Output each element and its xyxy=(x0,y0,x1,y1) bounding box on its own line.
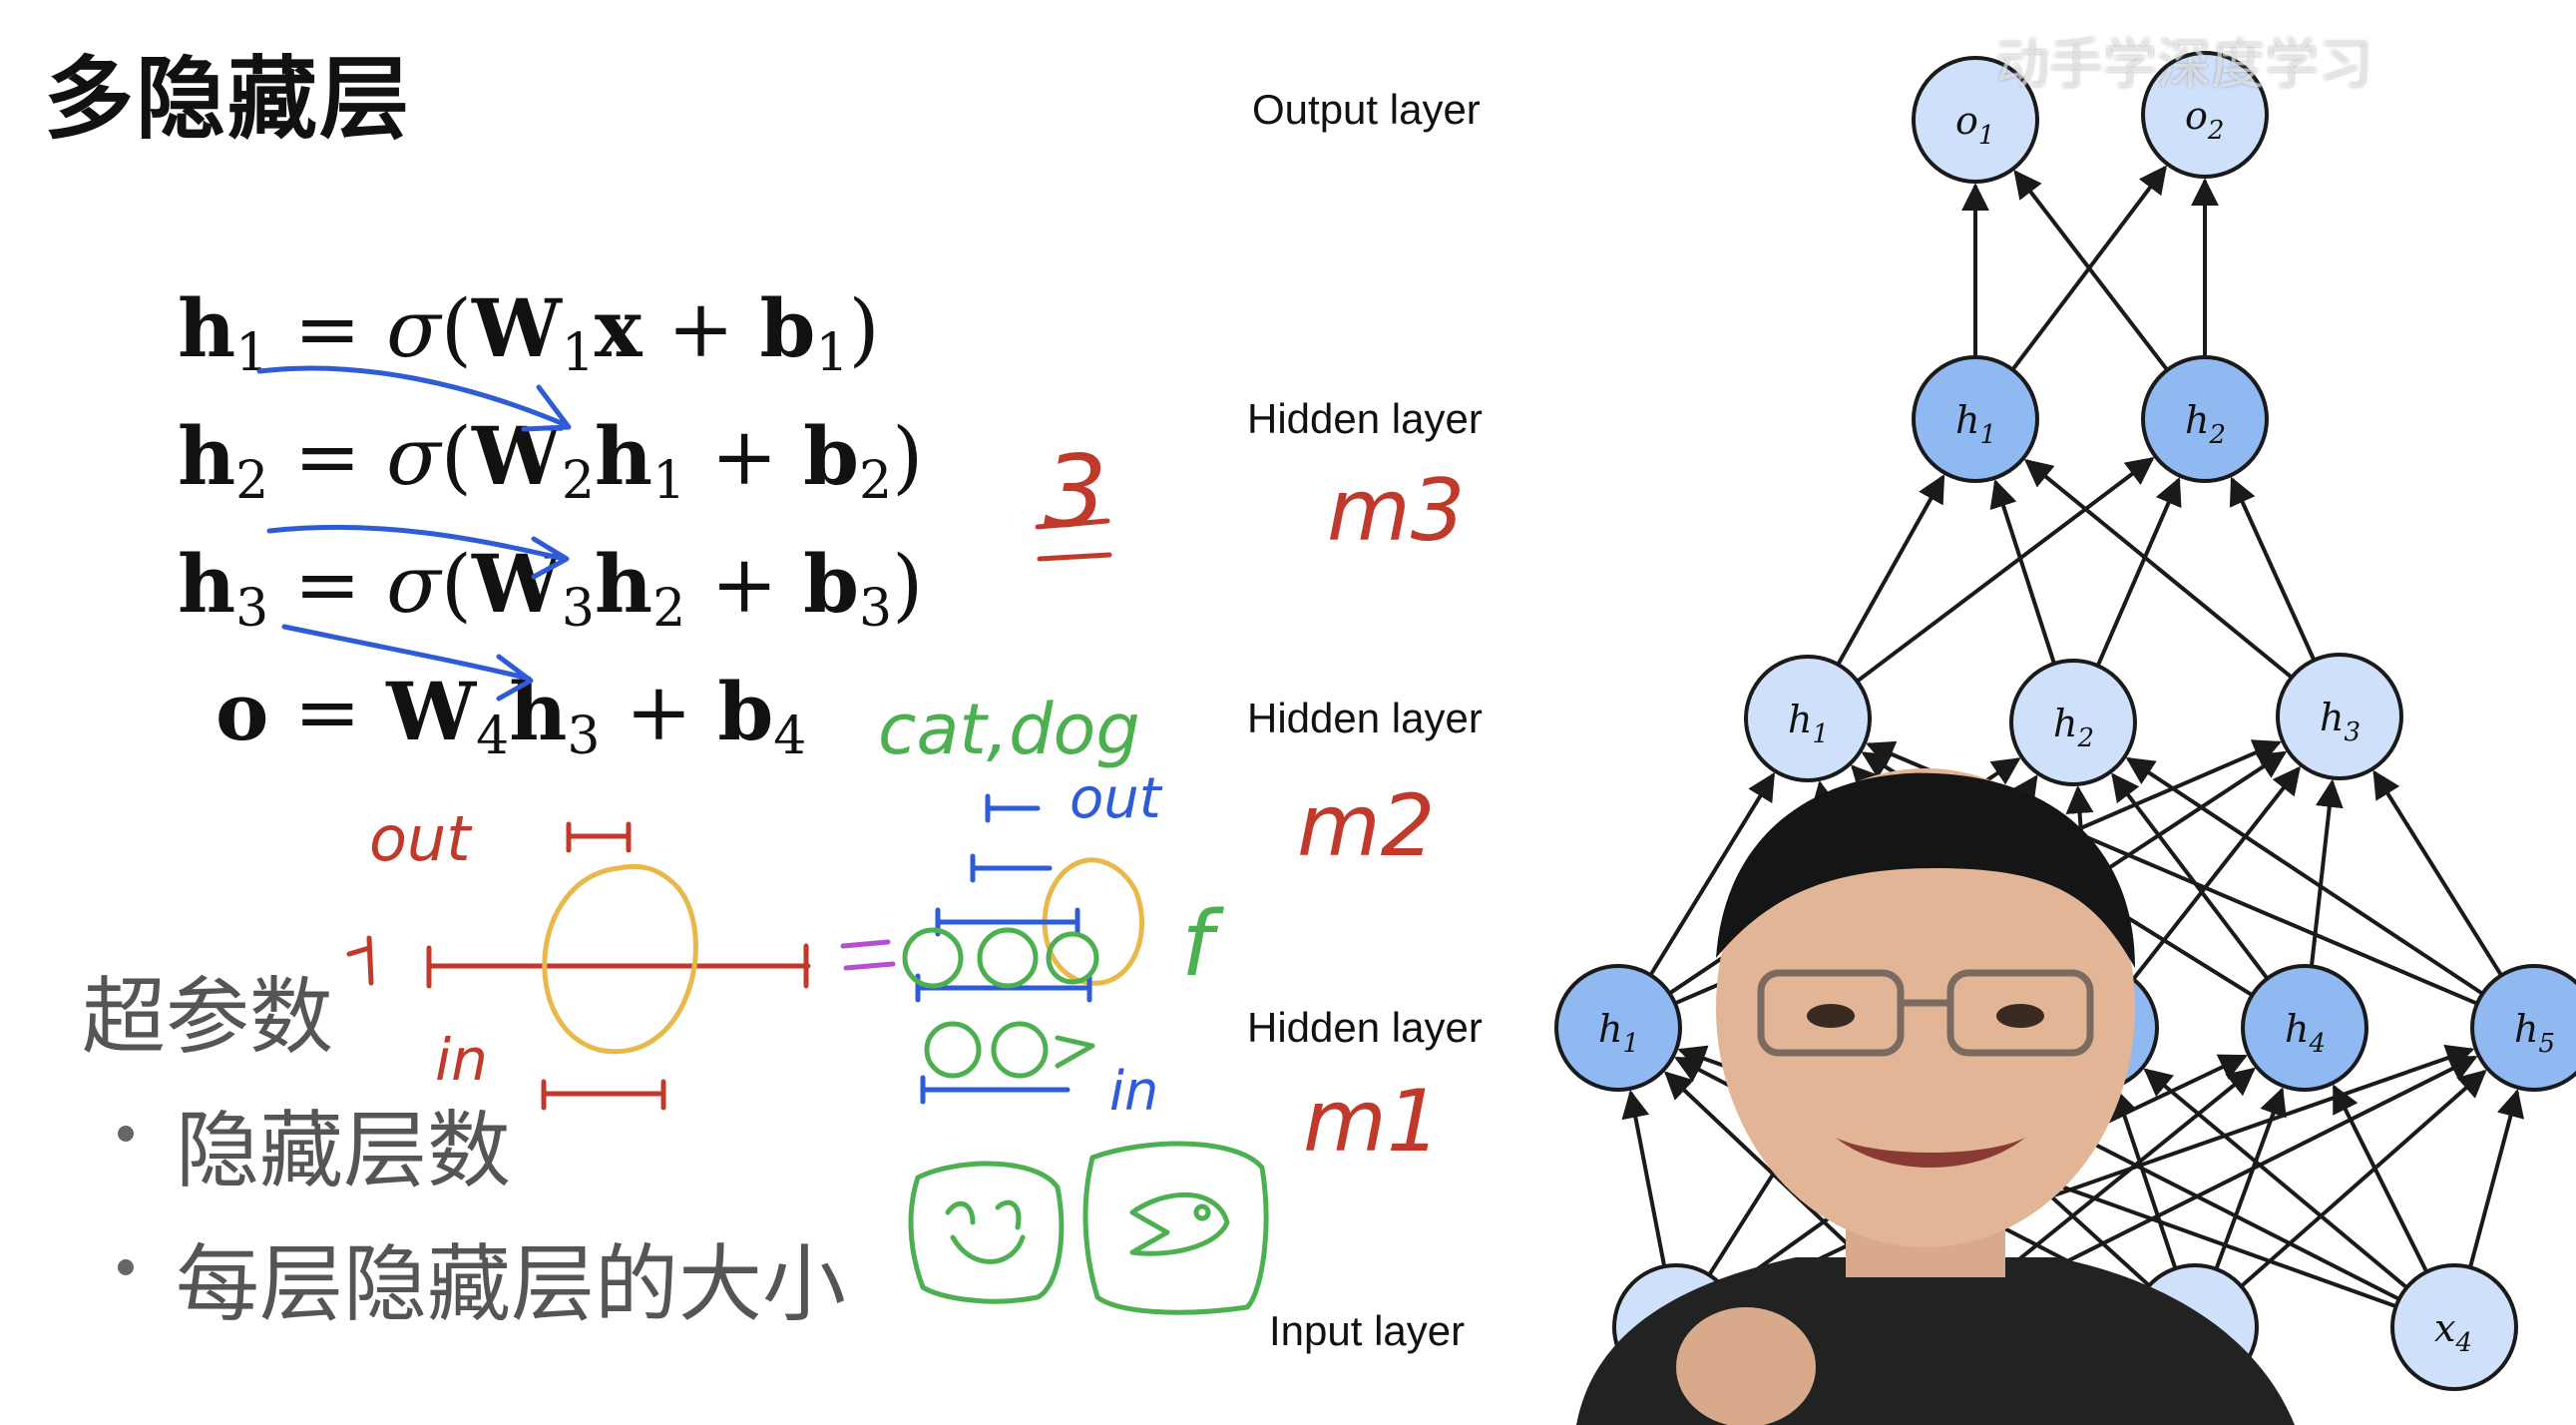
edge-input-to-hidden1 xyxy=(2214,1087,2287,1270)
hidden2-node: h3 xyxy=(2276,653,2403,780)
ink-box-dog xyxy=(1082,1141,1269,1315)
edge-hidden2-to-hidden3 xyxy=(1989,479,2056,665)
edge-hidden2-to-hidden3 xyxy=(2095,476,2182,667)
ink-line-red xyxy=(426,943,811,989)
handwriting-in-red: in xyxy=(435,1026,488,1094)
edge-hidden2-to-hidden3 xyxy=(2229,476,2317,662)
ink-equals-purple xyxy=(840,939,896,971)
hidden2-node: h2 xyxy=(2009,659,2137,786)
handwriting-catdog: cat,dog xyxy=(878,689,1140,770)
label-hidden-layer-2: Hidden layer xyxy=(1247,695,1483,741)
label-hidden-layer-3: Hidden layer xyxy=(1247,395,1483,442)
slide-title: 多隐藏层 xyxy=(44,47,411,152)
ink-box-cat xyxy=(908,1161,1065,1304)
equation-h1: h1 = σ(W1x + b1) xyxy=(178,281,880,383)
handwriting-m1: m1 xyxy=(1303,1072,1442,1172)
hyperparam-item-size: 每层隐藏层的大小 xyxy=(176,1235,847,1333)
ink-arrow-blue xyxy=(256,365,572,432)
hidden1-node: h5 xyxy=(2470,964,2576,1092)
label-input-layer: Input layer xyxy=(1269,1307,1466,1354)
label-output-layer: Output layer xyxy=(1252,86,1481,133)
edge-hidden3-to-output xyxy=(2013,170,2169,372)
equation-h2: h2 = σ(W2h1 + b2) xyxy=(178,409,924,511)
ink-circle-yellow xyxy=(1042,857,1144,986)
ink-circle-yellow xyxy=(542,863,698,1055)
ink-bracket-blue xyxy=(970,853,1053,883)
ink-arrow-blue xyxy=(281,624,534,702)
output-node: o2 xyxy=(2141,51,2269,179)
ink-nodes-green xyxy=(902,927,1099,989)
edge-hidden2-to-hidden3 xyxy=(1836,474,1945,666)
ink-equals-red xyxy=(1035,518,1112,562)
node-label: h2 xyxy=(2185,398,2226,450)
handwriting-out-red: out xyxy=(369,802,471,875)
edge-input-to-hidden1 xyxy=(1981,1067,2256,1290)
ink-arrow-blue xyxy=(266,524,570,580)
hidden1-node: h1 xyxy=(1554,964,1682,1092)
edge-input-to-hidden1 xyxy=(2468,1089,2525,1268)
edge-input-to-hidden1 xyxy=(1621,1090,1667,1267)
edge-input-to-hidden1 xyxy=(2110,1087,2178,1269)
edge-hidden1-to-hidden2 xyxy=(2125,756,2484,996)
edge-input-to-hidden1 xyxy=(2240,1069,2487,1288)
handwriting-out-blue: out xyxy=(1070,766,1161,831)
handwriting-3: 3 xyxy=(1044,433,1107,550)
node-label: x4 xyxy=(2434,1306,2472,1358)
hidden1-node: h4 xyxy=(2241,964,2368,1092)
handwriting-m2: m2 xyxy=(1297,776,1436,876)
edge-hidden1-to-hidden2 xyxy=(1648,771,1776,977)
node-label: h1 xyxy=(1788,698,1829,749)
ink-bracket-red xyxy=(566,821,632,853)
presenter-video xyxy=(1576,768,2295,1425)
edge-hidden2-to-hidden3 xyxy=(2023,458,2294,680)
ink-bracket-blue xyxy=(920,1075,1071,1105)
edge-input-to-hidden1 xyxy=(2143,1068,2408,1289)
equation-h3: h3 = σ(W3h2 + b3) xyxy=(178,537,924,639)
ink-bracket-blue xyxy=(985,793,1041,823)
ink-tick-red xyxy=(346,935,374,986)
equation-output: o = W4h3 + b4 xyxy=(215,665,807,766)
input-node: x4 xyxy=(2390,1263,2518,1391)
bullet-dot xyxy=(118,1259,134,1275)
edge-hidden1-to-hidden2 xyxy=(2111,772,2270,980)
ink-nodes-green xyxy=(924,1021,1095,1079)
bullet-dot xyxy=(118,1126,134,1142)
output-node: o1 xyxy=(1912,56,2039,184)
handwriting-in-blue: in xyxy=(1109,1060,1159,1123)
label-hidden-layer-1: Hidden layer xyxy=(1247,1004,1483,1051)
edge-input-to-hidden1 xyxy=(2332,1084,2429,1273)
edge-hidden2-to-hidden3 xyxy=(1856,457,2155,684)
hidden2-node: h1 xyxy=(1744,655,1872,782)
edge-hidden1-to-hidden2 xyxy=(2372,769,2503,977)
hidden3-node: h2 xyxy=(2141,355,2269,483)
edge-input-to-hidden1 xyxy=(1989,1055,2478,1302)
edge-hidden1-to-hidden2 xyxy=(2131,765,2301,981)
handwriting-f: f xyxy=(1181,892,1213,997)
ink-bracket-red xyxy=(541,1079,666,1111)
hyperparam-item-layers: 隐藏层数 xyxy=(176,1102,512,1199)
hyperparams-heading: 超参数 xyxy=(82,968,334,1066)
channel-watermark: 动手学深度学习 xyxy=(1995,33,2372,96)
hidden3-node: h1 xyxy=(1912,355,2039,483)
handwriting-m3: m3 xyxy=(1327,461,1466,561)
